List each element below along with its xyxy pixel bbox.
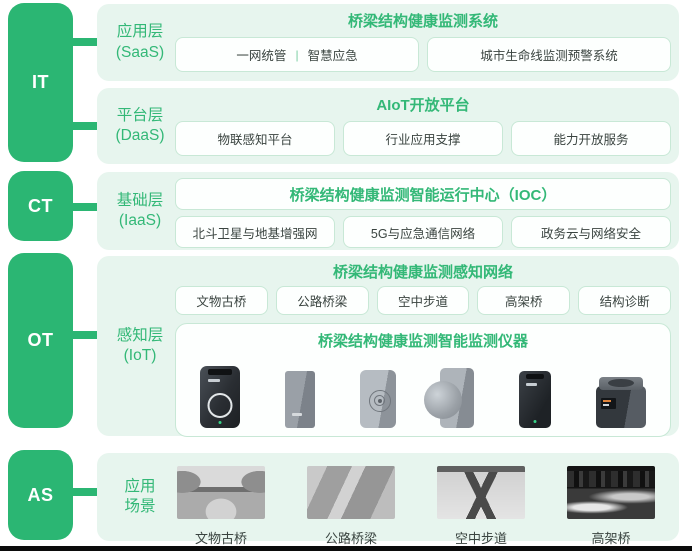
side-block-as: AS xyxy=(8,450,73,540)
layer-label-saas: 应用层 (SaaS) xyxy=(107,4,173,81)
photo-caption: 文物古桥 xyxy=(194,531,247,546)
layer-label-scenes: 应用 场景 xyxy=(107,453,173,541)
instruments-panel: 桥梁结构健康监测智能监测仪器 xyxy=(175,323,671,437)
connector-it-daas xyxy=(58,122,104,130)
iot-box-ancient-bridge: 文物古桥 xyxy=(175,286,268,315)
connector-it-saas xyxy=(58,38,104,46)
iaas-box-gov-cloud-security: 政务云与网络安全 xyxy=(511,216,671,248)
side-block-it: IT xyxy=(8,3,73,162)
sky-walkway-photo xyxy=(437,466,525,519)
iaas-ioc-title-box: 桥梁结构健康监测智能运行中心（IOC） xyxy=(175,178,671,210)
silver-sensor-dial-icon xyxy=(359,370,396,428)
iaas-box-5g-network: 5G与应急通信网络 xyxy=(343,216,503,248)
saas-box1-right-label: 智慧应急 xyxy=(307,49,358,63)
layer-abbrev: (IaaS) xyxy=(118,212,162,229)
dark-slim-sensor-icon xyxy=(519,371,552,428)
scene-highway-bridge: 公路桥梁 xyxy=(307,466,395,547)
cube-sensor-icon xyxy=(595,377,646,428)
side-block-ct: CT xyxy=(8,171,73,241)
daas-box-open-services: 能力开放服务 xyxy=(511,121,671,156)
divider-pipe: | xyxy=(295,47,299,62)
device-gallery xyxy=(200,356,646,428)
scene-ancient-bridge: 文物古桥 xyxy=(177,466,265,547)
scene-sky-walkway: 空中步道 xyxy=(437,466,525,547)
iot-box-sky-walkway: 空中步道 xyxy=(376,286,470,315)
layer-row-iaas: 基础层 (IaaS) 桥梁结构健康监测智能运行中心（IOC） 北斗卫星与地基增强… xyxy=(97,172,679,250)
scene-photo-gallery: 文物古桥 公路桥梁 空中步道 高架桥 xyxy=(177,466,655,547)
connector-as-scenes xyxy=(58,488,104,496)
layer-abbrev: (DaaS) xyxy=(115,127,165,144)
layer-name: 基础层 xyxy=(116,191,164,209)
ancient-bridge-photo xyxy=(177,466,265,519)
layer-abbrev: (SaaS) xyxy=(115,43,165,61)
layer-name: 感知层 xyxy=(116,326,164,344)
iot-network-title: 桥梁结构健康监测感知网络 xyxy=(332,264,513,281)
layer-label-iaas: 基础层 (IaaS) xyxy=(107,172,173,250)
connector-ot-iot xyxy=(58,331,104,339)
iaas-box-beidou-network: 北斗卫星与地基增强网 xyxy=(175,216,335,248)
layer-abbrev: (IoT) xyxy=(123,347,157,364)
layer-row-iot: 感知层 (IoT) 桥梁结构健康监测感知网络 文物古桥 公路桥梁 空中步道 高架… xyxy=(97,256,679,437)
daas-title: AIoT开放平台 xyxy=(376,97,470,114)
iot-box-structure-diagnosis: 结构诊断 xyxy=(578,286,671,315)
disc-mounted-sensor-icon xyxy=(424,368,475,428)
layer-label-daas: 平台层 (DaaS) xyxy=(107,88,173,164)
highway-bridge-photo xyxy=(307,466,395,519)
gray-sensor-box-icon xyxy=(284,371,315,428)
saas-box-unified-management: 一网统管 | 智慧应急 xyxy=(175,37,419,72)
scene-viaduct: 高架桥 xyxy=(567,466,655,547)
saas-box1-left-label: 一网统管 xyxy=(236,49,287,63)
layer-name-line2: 场景 xyxy=(124,498,156,515)
layer-name: 应用层 xyxy=(116,23,164,41)
daas-box-industry-support: 行业应用支撑 xyxy=(343,121,503,156)
layer-name: 平台层 xyxy=(116,106,164,124)
viaduct-photo xyxy=(567,466,655,519)
iot-box-highway-bridge: 公路桥梁 xyxy=(275,286,369,315)
instruments-title: 桥梁结构健康监测智能监测仪器 xyxy=(317,333,528,350)
photo-caption: 公路桥梁 xyxy=(324,531,377,546)
layer-row-daas: 平台层 (DaaS) AIoT开放平台 物联感知平台 行业应用支撑 能力开放服务 xyxy=(97,88,679,164)
layer-row-scenes: 应用 场景 文物古桥 公路桥梁 空中步道 高架桥 xyxy=(97,453,679,546)
connector-ct-iaas xyxy=(58,203,104,211)
layer-name: 应用 xyxy=(124,477,156,495)
saas-box-lifeline-system: 城市生命线监测预警系统 xyxy=(427,37,671,72)
dark-sensor-with-ring-icon xyxy=(200,366,240,428)
photo-caption: 高架桥 xyxy=(591,531,631,546)
bottom-border-bar xyxy=(0,546,692,551)
saas-title: 桥梁结构健康监测系统 xyxy=(347,13,498,30)
photo-caption: 空中步道 xyxy=(454,531,507,546)
side-block-ot: OT xyxy=(8,253,73,428)
iot-box-viaduct: 高架桥 xyxy=(477,286,571,315)
daas-box-iot-platform: 物联感知平台 xyxy=(175,121,335,156)
layer-label-iot: 感知层 (IoT) xyxy=(107,256,173,436)
layer-row-saas: 应用层 (SaaS) 桥梁结构健康监测系统 一网统管 | 智慧应急 城市生命线监… xyxy=(97,4,679,81)
